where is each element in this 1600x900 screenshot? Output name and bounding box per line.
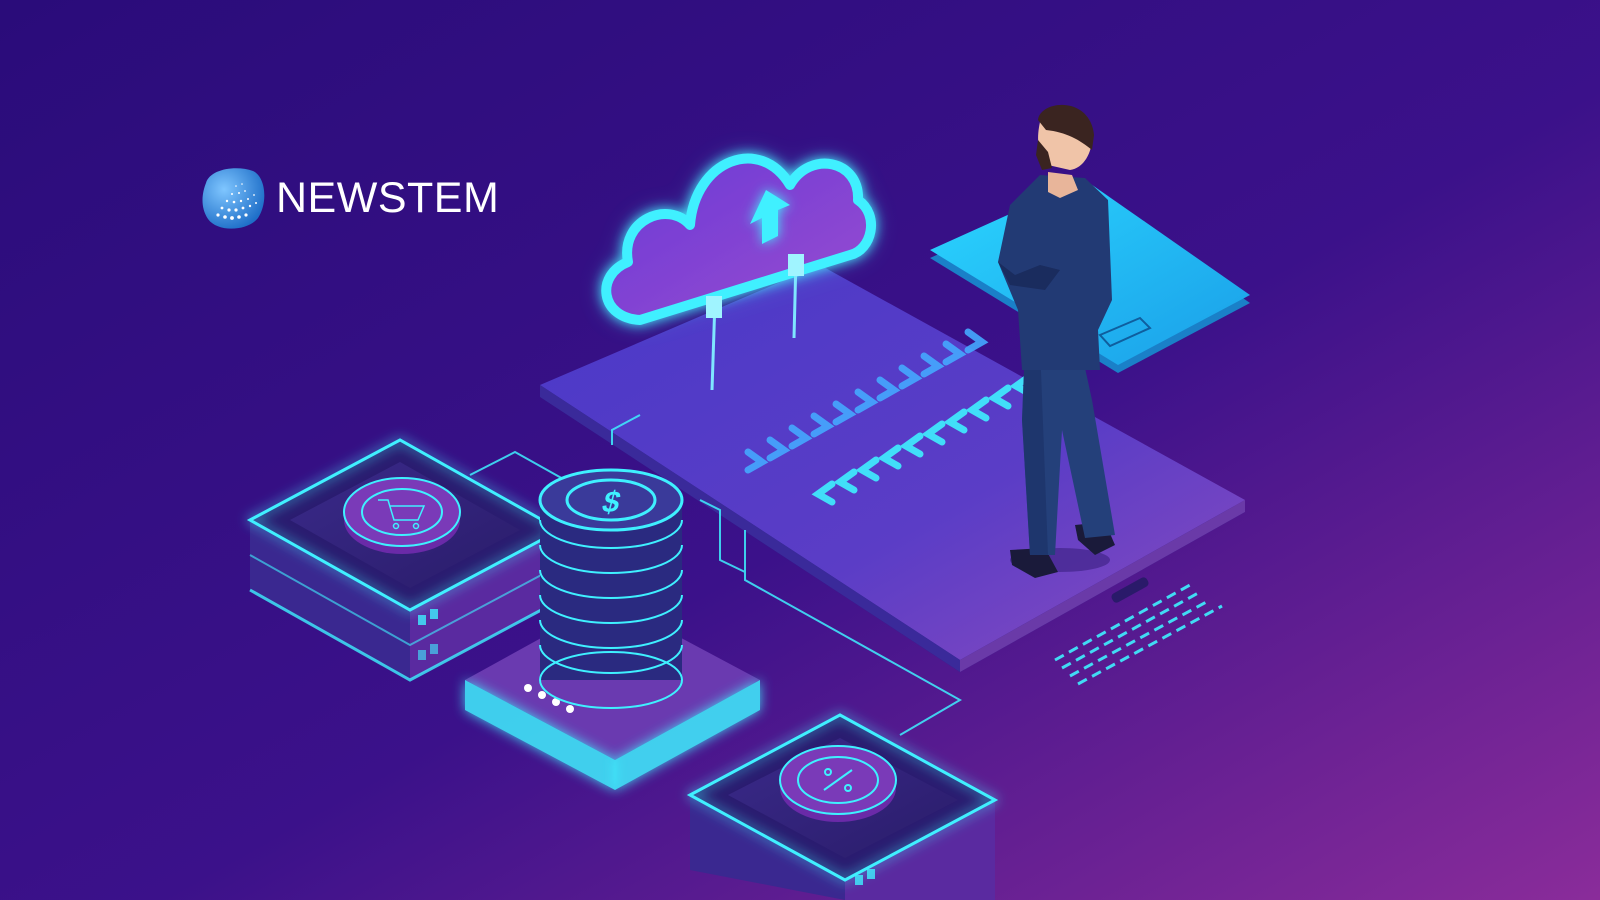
coin-stack: $: [465, 468, 760, 790]
cart-server: [246, 438, 564, 682]
brand-name: NEWSTEM: [276, 173, 500, 222]
globe-dots-icon: [202, 168, 265, 229]
cloud-upload-icon: [601, 153, 877, 391]
brand: NEWSTEM: [198, 163, 499, 233]
circuit-lines: [469, 414, 963, 736]
data-dashes: [1054, 583, 1223, 686]
percent-server: [686, 713, 999, 900]
businessman-figure: [998, 104, 1115, 578]
